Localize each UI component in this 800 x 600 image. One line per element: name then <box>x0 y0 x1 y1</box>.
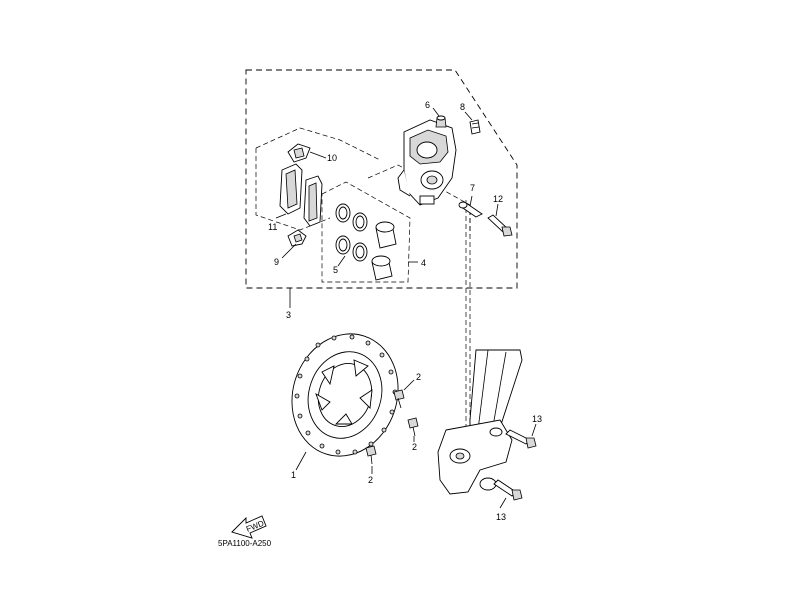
callout-8: 8 <box>460 102 465 112</box>
callout-1: 1 <box>291 470 296 480</box>
seal-kit-enclosure <box>321 181 411 283</box>
pad-support <box>287 229 307 247</box>
callout-9: 9 <box>274 257 279 267</box>
axle-bolt-upper <box>505 429 537 449</box>
callout-6: 6 <box>425 100 430 110</box>
callout-10: 10 <box>327 153 337 163</box>
pad-kit-boundary <box>255 127 381 161</box>
callout-7: 7 <box>470 183 475 193</box>
callout-2c: 2 <box>368 475 373 485</box>
caliper-assembly-enclosure <box>245 69 518 289</box>
callout-2a: 2 <box>416 372 421 382</box>
fwd-arrow-icon <box>231 515 267 539</box>
front-fork <box>437 349 523 495</box>
piston-seals <box>335 203 368 262</box>
brake-pad-inner <box>279 163 303 215</box>
diagram-code: 5PA1100-A250 <box>218 539 272 548</box>
callout-12: 12 <box>493 194 503 204</box>
disc-bolt-b <box>407 417 419 437</box>
disc-bolt-c <box>365 445 377 465</box>
callout-4: 4 <box>421 258 426 268</box>
callout-2b: 2 <box>412 442 417 452</box>
bleed-screw <box>469 119 481 135</box>
callout-13b: 13 <box>496 512 506 522</box>
callout-5: 5 <box>333 265 338 275</box>
bleed-cap <box>435 115 447 128</box>
brake-disc <box>291 333 399 457</box>
caliper-bolt <box>487 214 513 237</box>
pad-spring <box>287 143 311 163</box>
callout-13a: 13 <box>532 414 542 424</box>
brake-caliper <box>397 119 457 206</box>
fwd-label: FWD <box>245 519 265 534</box>
axle-bolt-lower <box>493 479 523 501</box>
callout-11: 11 <box>268 222 277 232</box>
caliper-pin <box>458 201 483 218</box>
disc-bolt-a <box>393 389 405 409</box>
caliper-pistons <box>371 221 397 281</box>
callout-3: 3 <box>286 310 291 320</box>
brake-pad-outer <box>303 175 323 227</box>
